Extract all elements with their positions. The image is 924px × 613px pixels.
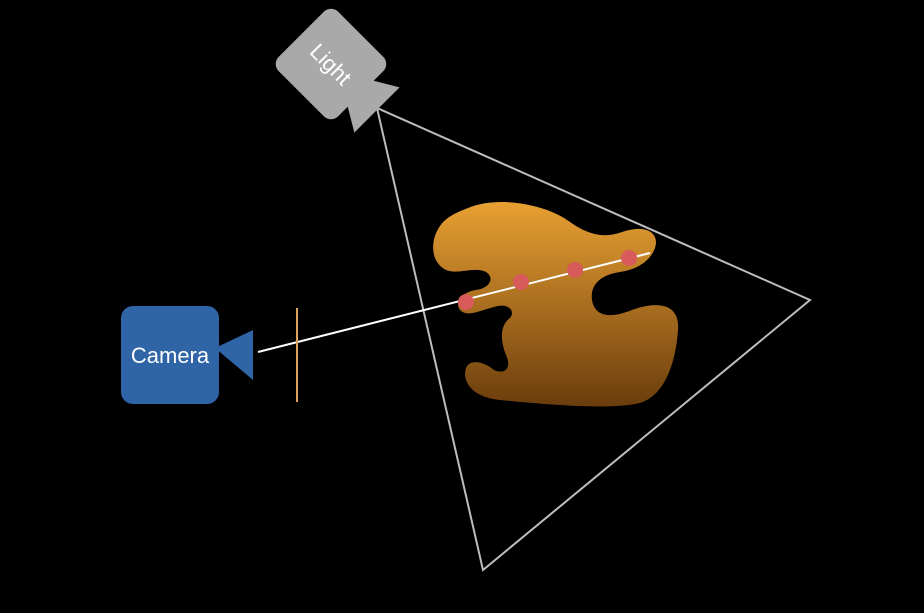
sample-points <box>458 250 637 310</box>
camera-lens <box>215 330 253 380</box>
sample-point <box>567 262 583 278</box>
light-frustum <box>375 106 812 572</box>
sample-point <box>513 274 529 290</box>
camera-label: Camera <box>131 343 210 368</box>
light: Light <box>275 8 400 133</box>
camera: Camera <box>121 306 253 404</box>
sample-point <box>458 294 474 310</box>
camera-body <box>121 306 219 404</box>
light-lens <box>346 79 400 133</box>
camera-ray <box>257 252 651 353</box>
sample-point <box>621 250 637 266</box>
volume-object <box>433 202 679 407</box>
